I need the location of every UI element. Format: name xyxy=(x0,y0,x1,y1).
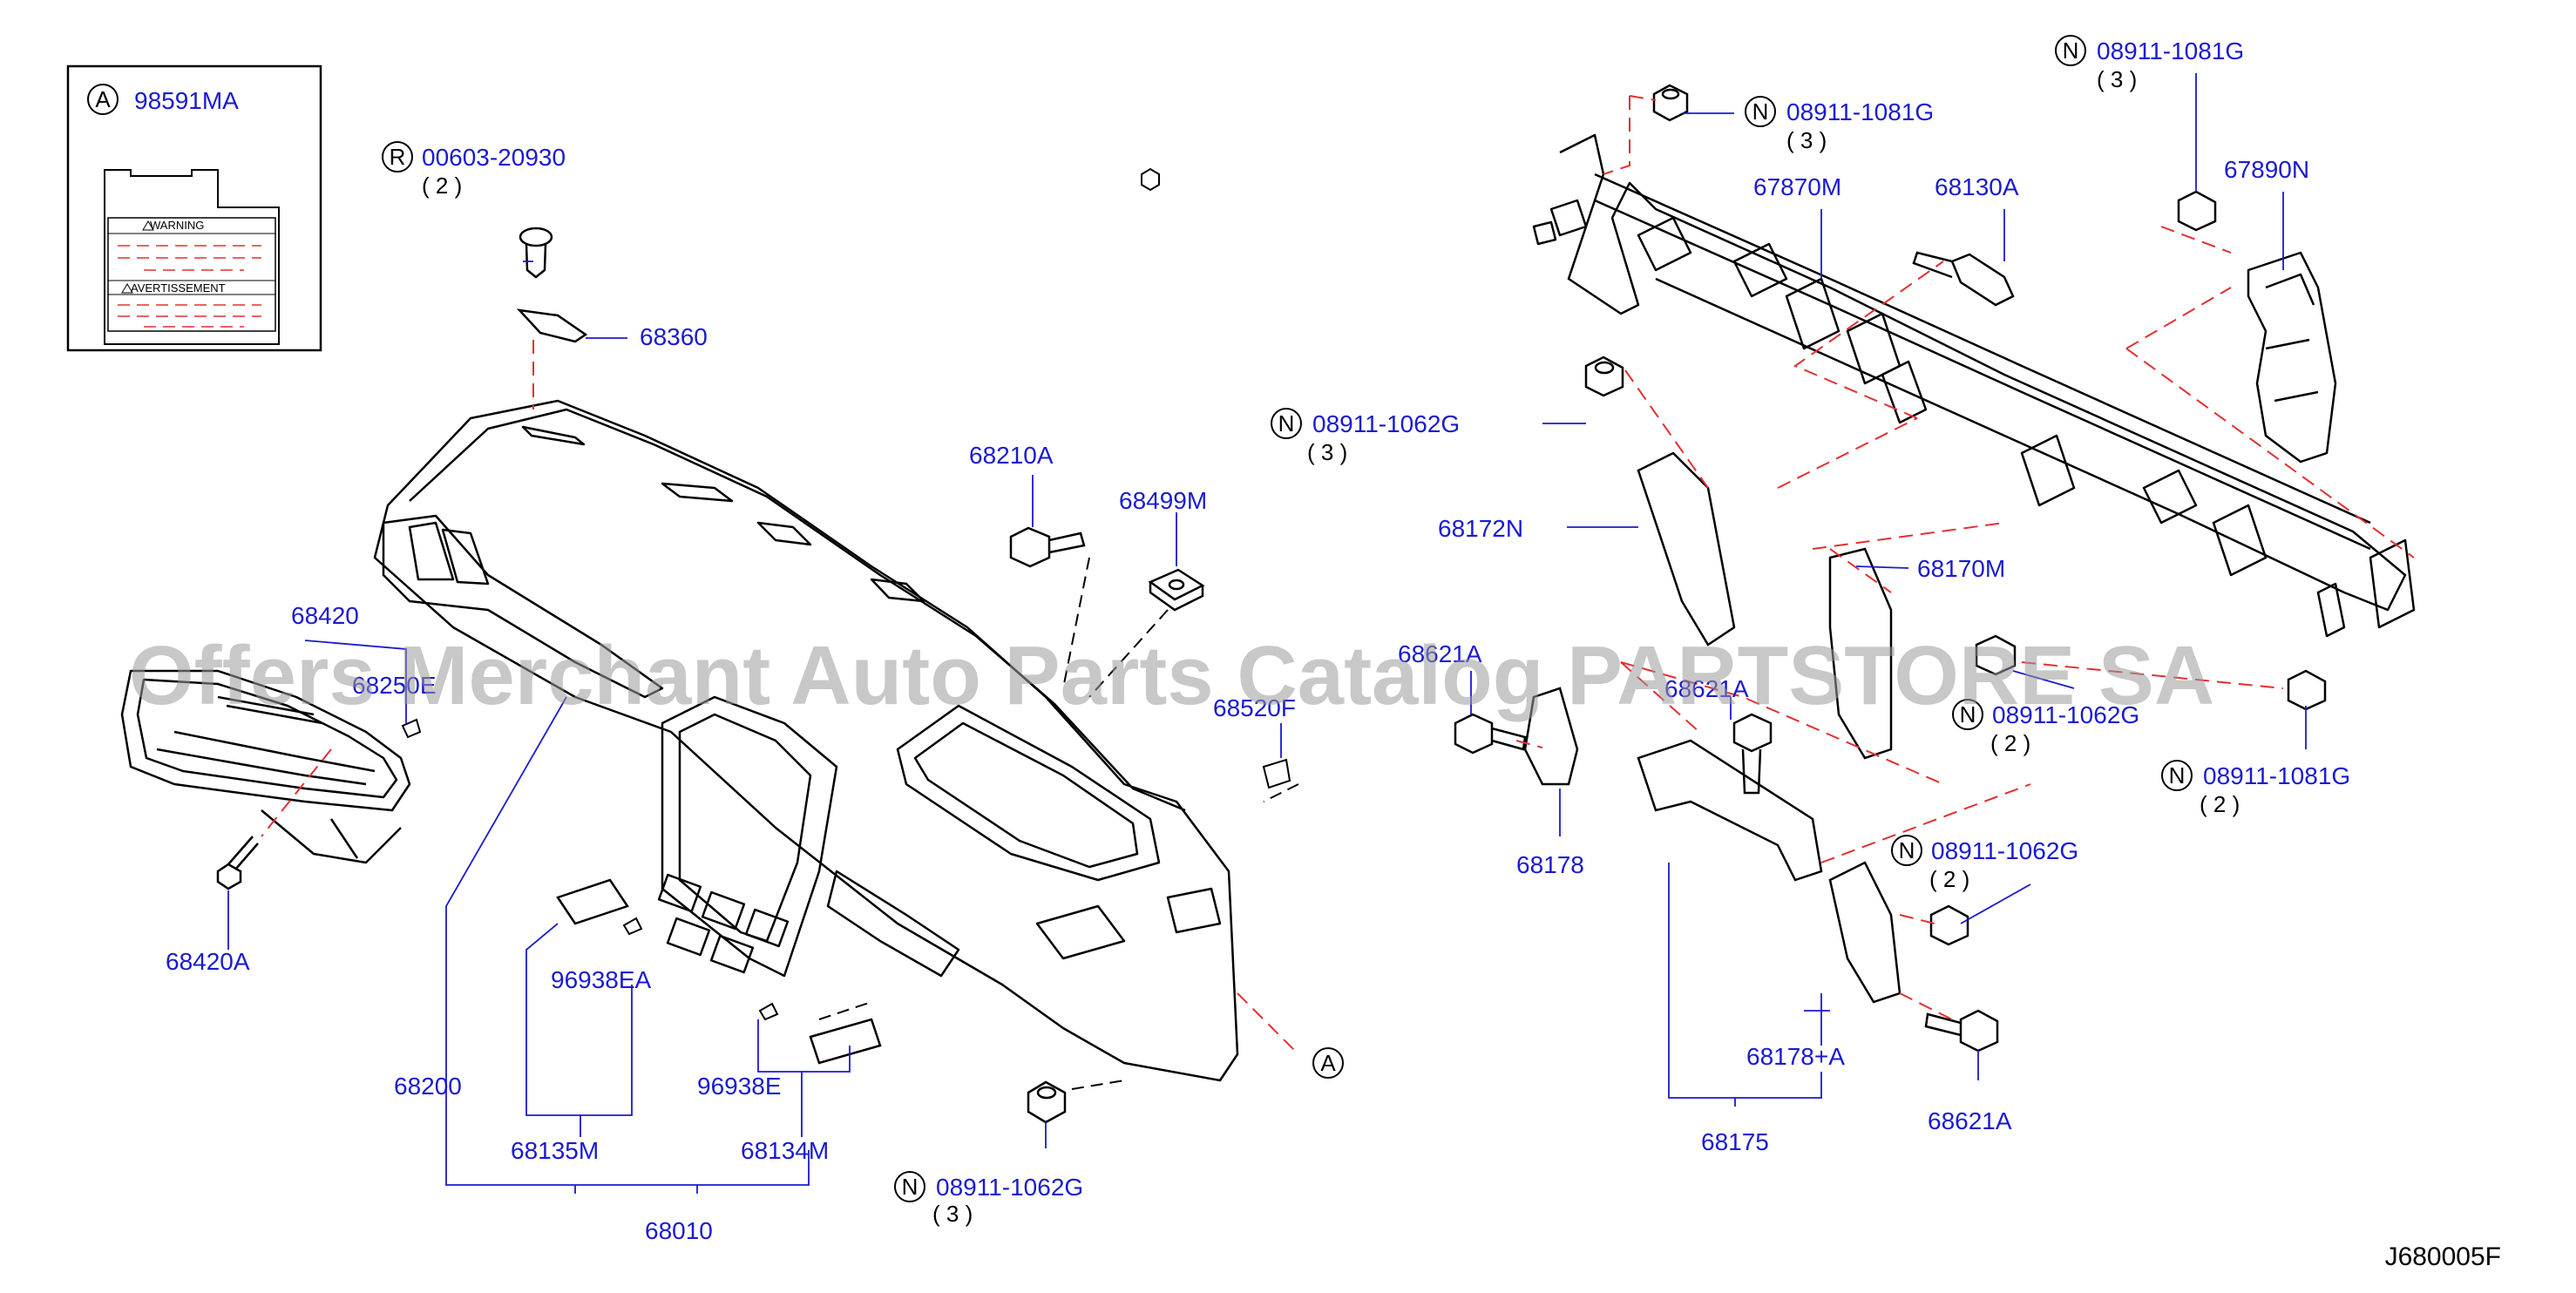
part-labels: R 00603-20930 ( 2 ) 68360 68420 68250E 6… xyxy=(166,35,2501,1271)
circle-letter-n4: N xyxy=(1278,410,1295,437)
dashboard-panel-drawing xyxy=(373,399,1239,1082)
part-label-68621a-b[interactable]: 68621A xyxy=(1664,675,1749,702)
circle-letter-n5: N xyxy=(1960,701,1976,728)
bracket-68172n-drawing xyxy=(1637,451,1736,646)
cluster-hood-drawing xyxy=(120,669,411,864)
bracket-68170m-drawing xyxy=(1828,547,1893,760)
nut-68499m-drawing xyxy=(1148,568,1205,612)
part-label-08911-1081g-a[interactable]: 08911-1081G xyxy=(1786,98,1934,125)
part-label-08911-1062g-c[interactable]: 08911-1062G xyxy=(1992,701,2139,728)
part-label-68178[interactable]: 68178 xyxy=(1516,851,1584,878)
part-label-68250e[interactable]: 68250E xyxy=(352,672,437,699)
clip-68250e-drawing xyxy=(401,718,422,739)
part-label-68499m[interactable]: 68499M xyxy=(1119,487,1207,514)
nut-1062-lower-drawing xyxy=(1929,904,1969,946)
nut-right-top-drawing xyxy=(2177,190,2217,232)
circle-letter-n2: N xyxy=(1752,98,1769,125)
part-label-08911-1062g-a[interactable]: 08911-1062G xyxy=(936,1174,1083,1201)
bracket-68175-drawing xyxy=(1637,739,1823,882)
part-label-68178-a[interactable]: 68178+A xyxy=(1746,1043,1845,1070)
watermark: Offers Merchant Auto Parts Catalog PARTS… xyxy=(129,629,2214,722)
circle-letter-n7: N xyxy=(1899,837,1915,863)
part-label-00603-20930[interactable]: 00603-20930 xyxy=(422,144,566,171)
circle-letter-a: A xyxy=(95,86,111,112)
bracket-68178-drawing xyxy=(1523,687,1579,786)
circle-letter-n1: N xyxy=(902,1174,919,1200)
part-label-68135m[interactable]: 68135M xyxy=(511,1137,599,1164)
part-label-68210a[interactable]: 68210A xyxy=(969,442,1054,469)
nut-1081-top-drawing xyxy=(1652,84,1689,122)
qty-08911-1062g-c: ( 2 ) xyxy=(1990,730,2030,756)
bracket-68135m-drawing xyxy=(556,878,629,925)
bracket-67890n-drawing xyxy=(2247,251,2337,464)
part-label-08911-1081g-b[interactable]: 08911-1081G xyxy=(2097,37,2244,64)
clip-96938e-drawing xyxy=(758,1002,779,1021)
qty-08911-1062g-d: ( 2 ) xyxy=(1929,866,1969,892)
part-label-68010[interactable]: 68010 xyxy=(645,1217,713,1244)
part-label-68621a-c[interactable]: 68621A xyxy=(1928,1107,2012,1134)
part-label-98591ma[interactable]: 98591MA xyxy=(134,87,239,114)
part-label-68130a[interactable]: 68130A xyxy=(1935,173,2019,200)
avertissement-text: AVERTISSEMENT xyxy=(131,281,226,294)
clip-68520f-drawing xyxy=(1262,758,1291,789)
qty-08911-1081g-a: ( 3 ) xyxy=(1786,127,1827,153)
part-label-68621a-a[interactable]: 68621A xyxy=(1398,640,1482,667)
part-label-68170m[interactable]: 68170M xyxy=(1917,555,2005,582)
nut-bottom-drawing xyxy=(1027,1080,1067,1124)
nut-1062-mid-drawing xyxy=(1975,634,2017,676)
qty-08911-1062g-b: ( 3 ) xyxy=(1307,439,1347,465)
bolt-68621a-center-drawing xyxy=(1732,713,1773,795)
part-label-68172n[interactable]: 68172N xyxy=(1438,515,1523,542)
part-label-68520f[interactable]: 68520F xyxy=(1213,694,1296,721)
inset-warning-label: A 98591MA WARNING AVERTISSEMENT xyxy=(66,64,322,352)
screw-68420a-drawing xyxy=(216,836,259,890)
bracket-68134m-drawing xyxy=(809,1018,882,1065)
part-label-68420[interactable]: 68420 xyxy=(291,602,359,629)
part-label-96938e[interactable]: 96938E xyxy=(697,1073,782,1100)
qty-08911-1081g-b: ( 3 ) xyxy=(2097,66,2137,92)
nut-1081-right-drawing xyxy=(2287,669,2327,711)
part-label-68134m[interactable]: 68134M xyxy=(741,1137,829,1164)
bracket-68360-drawing xyxy=(516,308,588,343)
part-label-67870m[interactable]: 67870M xyxy=(1753,173,1841,200)
circle-letter-n3: N xyxy=(2063,37,2079,64)
part-label-68200[interactable]: 68200 xyxy=(394,1073,462,1100)
clip-00603-drawing xyxy=(519,227,553,279)
part-label-67890n[interactable]: 67890N xyxy=(2224,156,2309,183)
bracket-68178a-drawing xyxy=(1828,861,1901,1004)
nut-1062-left-drawing xyxy=(1584,355,1624,397)
part-label-08911-1062g-d[interactable]: 08911-1062G xyxy=(1931,837,2078,864)
part-label-68360[interactable]: 68360 xyxy=(640,323,708,350)
clip-96938ea-drawing xyxy=(622,917,643,936)
part-label-08911-1062g-b[interactable]: 08911-1062G xyxy=(1312,410,1460,437)
bolt-68130a-drawing xyxy=(1912,251,2015,307)
part-label-08911-1081g-c[interactable]: 08911-1081G xyxy=(2203,762,2350,789)
steering-member-drawing xyxy=(1532,133,2416,638)
small-nut-top-drawing xyxy=(1141,167,1160,192)
warning-text: WARNING xyxy=(150,219,204,232)
circle-letter-a-bottom: A xyxy=(1320,1050,1336,1076)
part-label-68175[interactable]: 68175 xyxy=(1701,1128,1769,1155)
circle-letter-r: R xyxy=(390,144,406,170)
qty-08911-1081g-c: ( 2 ) xyxy=(2200,791,2240,817)
bolt-68621a-lower-drawing xyxy=(1924,1009,1999,1053)
circle-letter-n6: N xyxy=(2169,762,2186,789)
black-dashed-lines xyxy=(818,557,1299,1090)
part-label-96938ea[interactable]: 96938EA xyxy=(551,966,652,993)
leader-lines xyxy=(227,73,2307,1194)
assembly-dashed-lines xyxy=(261,95,2415,1055)
part-label-68420a[interactable]: 68420A xyxy=(166,948,250,975)
bolt-68210a-drawing xyxy=(1009,526,1086,568)
qty-00603-20930: ( 2 ) xyxy=(422,173,462,199)
diagram-code: J680005F xyxy=(2385,1242,2501,1271)
qty-08911-1062g-a: ( 3 ) xyxy=(932,1201,973,1227)
